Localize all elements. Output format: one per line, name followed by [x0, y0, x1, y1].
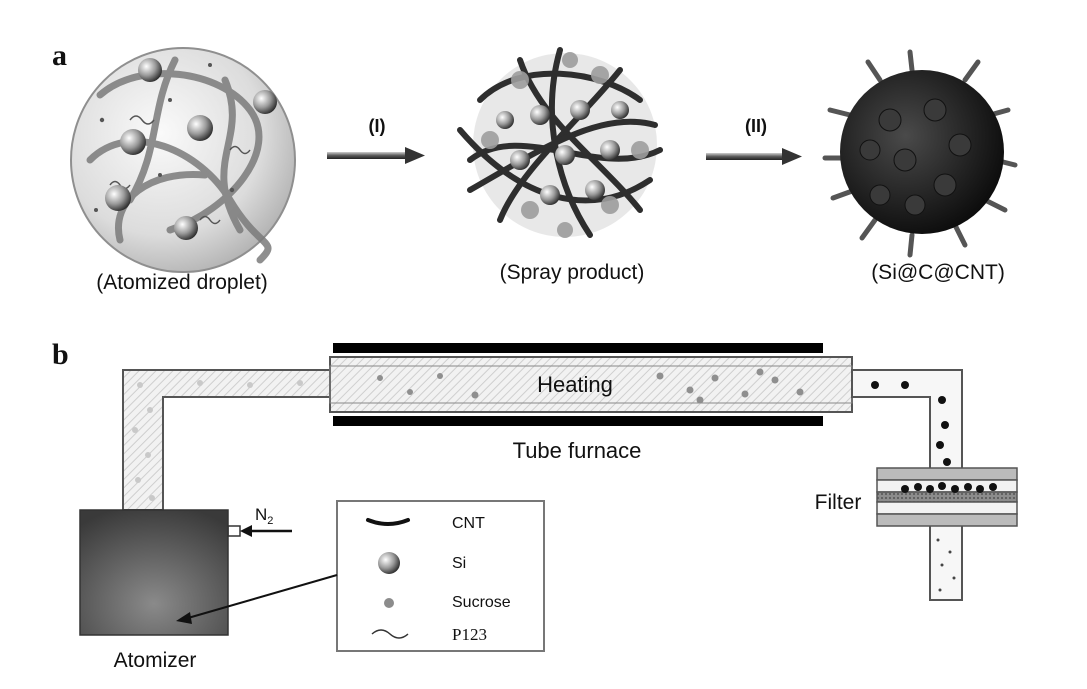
legend-cnt-label: CNT: [452, 515, 485, 532]
filter-assembly: [876, 467, 1018, 592]
stage-3-caption: (Si@C@CNT): [871, 261, 1005, 284]
furnace-top-heater: [333, 343, 823, 353]
heating-label: Heating: [537, 372, 613, 397]
atomizer-label: Atomizer: [114, 649, 197, 672]
gas-inlet: [227, 525, 292, 537]
droplet-particles: [132, 380, 303, 501]
atomized-droplet-illustration: [70, 47, 296, 273]
legend-si-symbol: [378, 552, 400, 574]
arrow-1-label: (I): [369, 116, 386, 136]
stage-2-caption: (Spray product): [500, 261, 645, 284]
legend-p123-symbol: [371, 629, 409, 639]
legend-pointer: [176, 574, 338, 624]
spray-product-illustration: [457, 47, 663, 238]
panel-a-label: a: [52, 39, 67, 72]
stage-1-caption: (Atomized droplet): [96, 271, 268, 294]
legend-si-label: Si: [452, 555, 466, 572]
legend-cnt-symbol: [366, 518, 410, 526]
atomizer-box: [79, 509, 229, 636]
panel-b-label: b: [52, 338, 69, 371]
gas-label-n: N: [255, 505, 267, 524]
furnace-label: Tube furnace: [513, 438, 642, 463]
furnace-bottom-heater: [333, 416, 823, 426]
legend-sucrose-symbol: [384, 598, 394, 608]
arrow-2-label: (II): [745, 116, 767, 136]
legend-p123-label: P123: [452, 625, 487, 644]
heating-particles: [377, 368, 804, 404]
filter-label: Filter: [815, 491, 862, 514]
gas-label: N2: [255, 505, 273, 527]
process-arrow-2: [706, 148, 802, 165]
tube-system: [122, 356, 963, 601]
process-arrow-1: [327, 147, 425, 164]
gas-label-subscript: 2: [267, 515, 273, 527]
si-c-cnt-illustration: [822, 49, 1018, 258]
legend-box: [336, 500, 545, 652]
legend-sucrose-label: Sucrose: [452, 594, 511, 611]
